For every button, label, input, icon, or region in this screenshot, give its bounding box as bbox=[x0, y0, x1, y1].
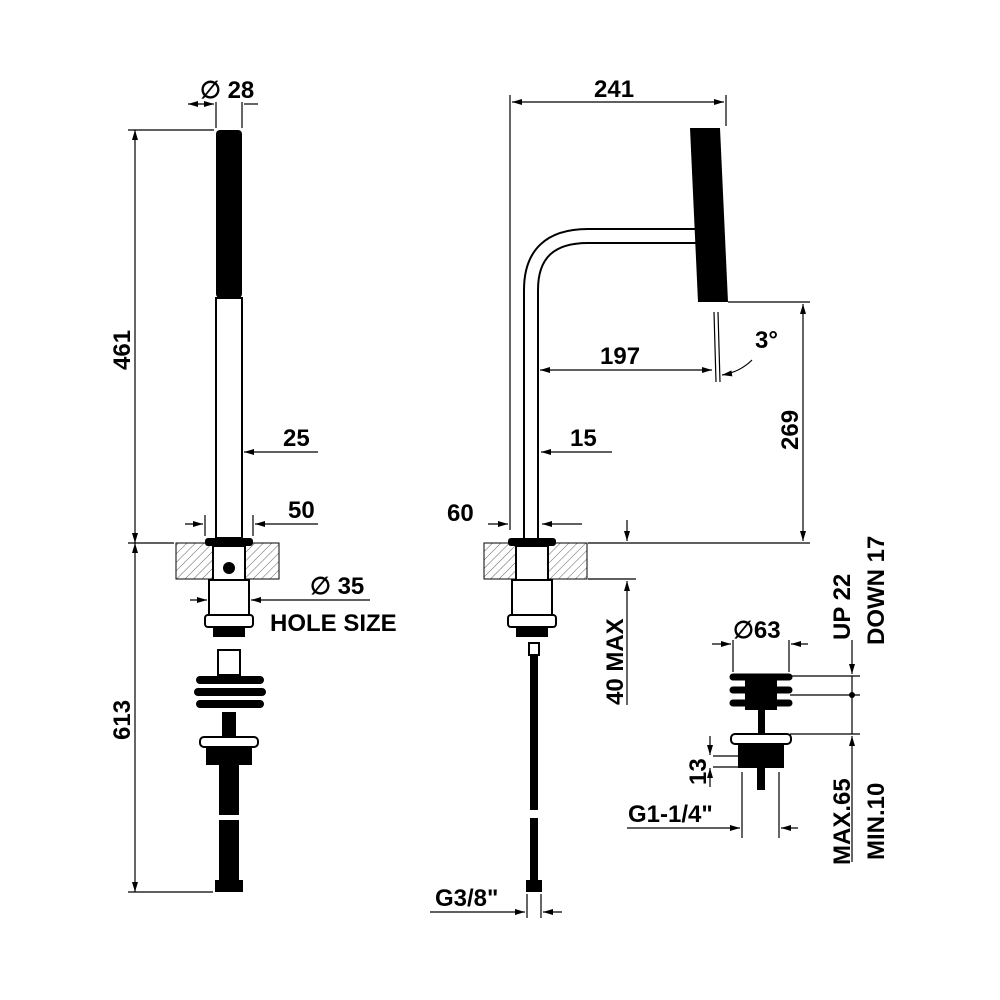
angle-3-degrees: 3° bbox=[755, 327, 778, 354]
dim-50: 50 bbox=[288, 497, 315, 524]
dim-613: 613 bbox=[109, 700, 136, 740]
dim-13: 13 bbox=[685, 758, 712, 785]
dim-15: 15 bbox=[570, 425, 597, 452]
waste-valve: ∅63 UP 22 DOWN 17 MAX.65 MIN.10 13 G1-1/… bbox=[627, 536, 890, 865]
dim-diameter-63: ∅63 bbox=[733, 617, 781, 644]
dim-g3-8: G3/8" bbox=[435, 885, 498, 912]
dim-25: 25 bbox=[283, 425, 310, 452]
hand-shower-head bbox=[216, 130, 242, 298]
dim-461: 461 bbox=[109, 330, 136, 370]
hand-shower-body bbox=[215, 297, 243, 539]
dim-hole-35: ∅ 35 bbox=[310, 573, 364, 600]
down-17: DOWN 17 bbox=[863, 536, 890, 645]
up-22: UP 22 bbox=[829, 574, 856, 640]
spout-head bbox=[690, 128, 728, 302]
dim-diameter-28: ∅ 28 bbox=[200, 77, 254, 104]
max-65: MAX.65 bbox=[829, 778, 856, 865]
dim-197: 197 bbox=[600, 343, 640, 370]
dim-g1-1-4: G1-1/4" bbox=[628, 801, 713, 828]
dim-269: 269 bbox=[777, 410, 804, 450]
right-view: 241 197 3° 269 15 60 40 MAX G3/8" bbox=[430, 76, 810, 918]
min-10: MIN.10 bbox=[863, 783, 890, 860]
dim-241: 241 bbox=[594, 76, 634, 103]
left-view: ∅ 28 461 613 25 50 ∅ 35 HOLE SIZE bbox=[109, 77, 397, 893]
hole-size-label: HOLE SIZE bbox=[270, 610, 397, 637]
dim-60: 60 bbox=[447, 500, 474, 527]
dim-40-max: 40 MAX bbox=[602, 618, 629, 705]
